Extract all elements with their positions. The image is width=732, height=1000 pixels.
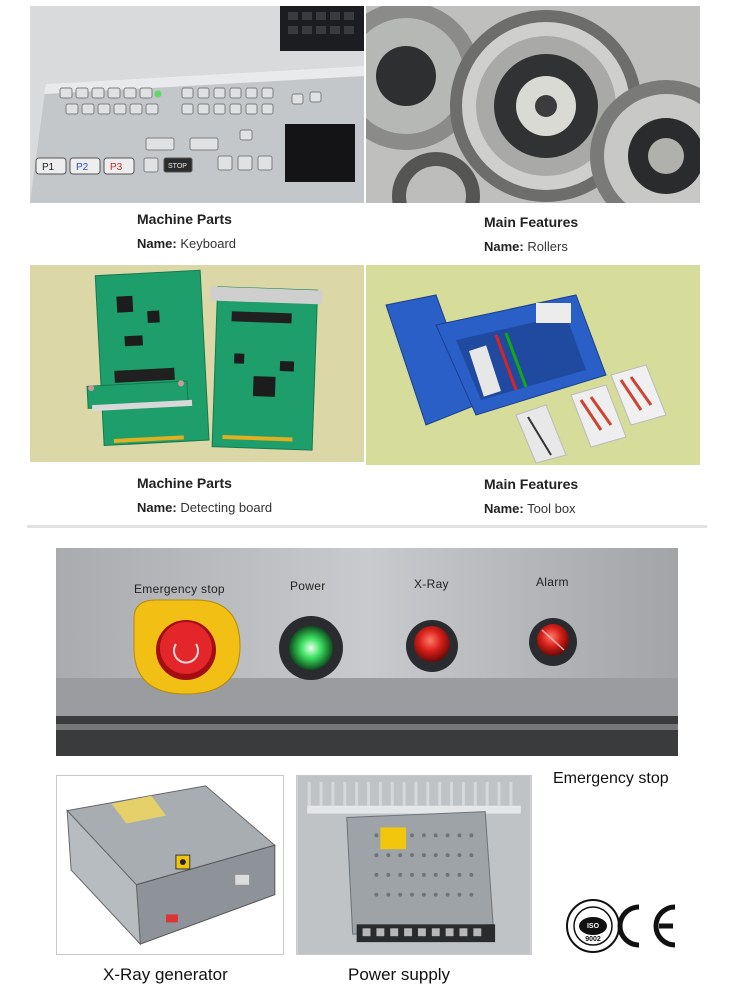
- control-panel-photo: [56, 548, 678, 756]
- key-p2: P2: [76, 162, 89, 173]
- name-value: Rollers: [527, 239, 568, 254]
- svg-text:9002: 9002: [585, 936, 601, 943]
- xray-generator-frame: [56, 775, 284, 955]
- card-rollers-caption: Main Features Name: Rollers: [484, 214, 578, 255]
- xray-generator-illustration: [57, 776, 283, 954]
- keyboard-illustration: P1 P2 P3 STOP: [30, 6, 364, 203]
- name-label: Name:: [137, 236, 177, 251]
- control-panel-illustration: [56, 548, 678, 756]
- card-title: Main Features: [484, 476, 579, 492]
- keyboard-photo: P1 P2 P3 STOP: [30, 6, 364, 203]
- name-label: Name:: [484, 239, 524, 254]
- power-supply-illustration: [297, 776, 531, 954]
- toolbox-photo: [366, 265, 700, 465]
- key-stop: STOP: [168, 163, 187, 170]
- emergency-stop-caption: Emergency stop: [553, 770, 669, 787]
- name-value: Tool box: [527, 501, 576, 516]
- power-supply-frame: [296, 775, 532, 955]
- rollers-photo: [366, 6, 700, 203]
- name-value: Detecting board: [180, 500, 273, 515]
- iso-ce-marks: ISO 9002: [566, 899, 676, 953]
- name-label: Name:: [137, 500, 177, 515]
- detecting-board-photo: [30, 265, 364, 462]
- name-label: Name:: [484, 501, 524, 516]
- key-p1: P1: [42, 162, 55, 173]
- label-xray: X-Ray: [414, 577, 449, 591]
- key-p3: P3: [110, 162, 123, 173]
- card-title: Machine Parts: [137, 211, 232, 227]
- section-divider: [27, 525, 707, 528]
- card-title: Main Features: [484, 214, 579, 230]
- card-detecting-board-caption: Machine Parts Name: Detecting board: [137, 475, 272, 516]
- label-emergency-stop: Emergency stop: [134, 582, 225, 596]
- toolbox-illustration: [366, 265, 700, 465]
- svg-text:ISO: ISO: [587, 923, 600, 930]
- label-power: Power: [290, 579, 326, 593]
- card-keyboard-caption: Machine Parts Name: Keyboard: [137, 211, 236, 252]
- detecting-board-illustration: [30, 265, 364, 462]
- certification-logos: ISO 9002: [565, 893, 683, 959]
- label-alarm: Alarm: [536, 575, 569, 589]
- power-supply-caption: Power supply: [348, 965, 451, 984]
- xray-generator-caption: X-Ray generator: [103, 965, 228, 984]
- card-toolbox-caption: Main Features Name: Tool box: [484, 476, 578, 517]
- card-title: Machine Parts: [137, 475, 232, 491]
- name-value: Keyboard: [180, 236, 237, 251]
- rollers-illustration: [366, 6, 700, 203]
